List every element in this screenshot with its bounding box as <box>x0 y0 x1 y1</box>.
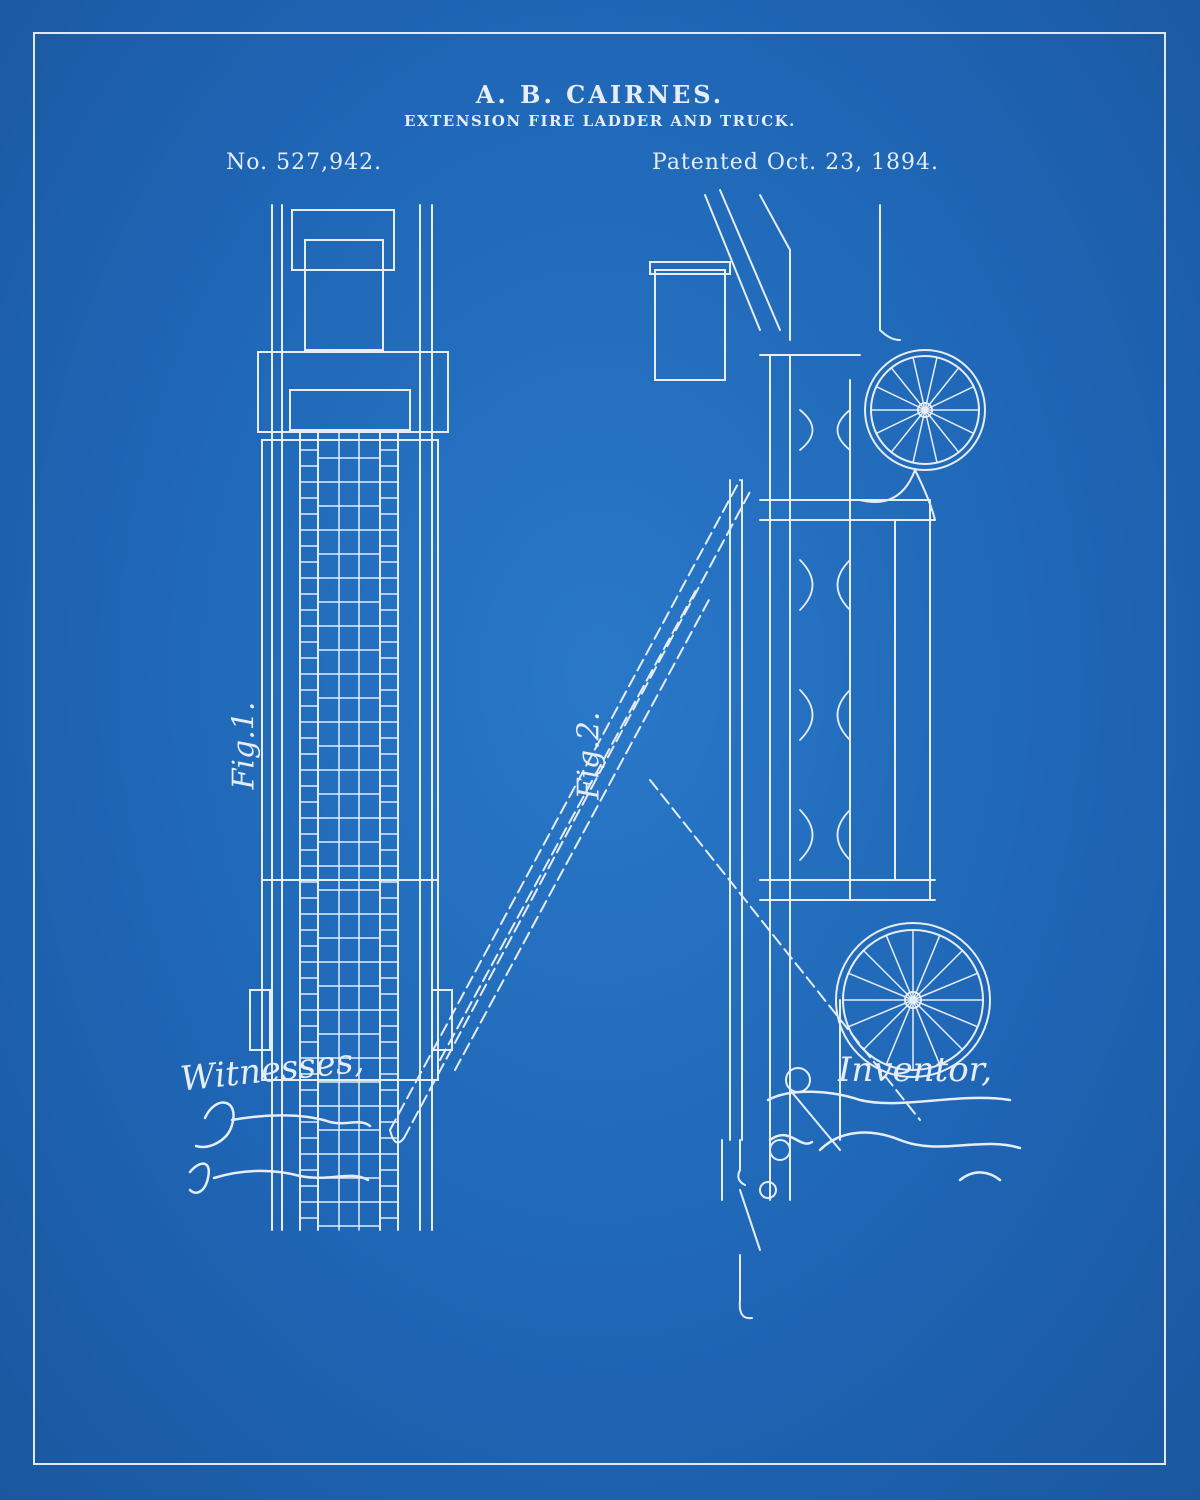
patent-title: EXTENSION FIRE LADDER AND TRUCK. <box>404 112 796 130</box>
border-frame <box>33 32 1166 1465</box>
extended-ladder <box>389 479 921 1139</box>
fig1-label: Fig.1. <box>226 701 262 790</box>
inventor-label: Inventor, <box>838 1050 993 1090</box>
ladder-foot <box>389 1129 405 1144</box>
witness-signatures <box>188 1101 372 1194</box>
inventor-name: A. B. CAIRNES. <box>475 80 725 109</box>
patent-date: Patented Oct. 23, 1894. <box>652 150 940 175</box>
fig1-ladder-plan-view <box>249 204 453 1231</box>
patent-number: No. 527,942. <box>226 150 383 175</box>
fig2-truck-side-view <box>649 189 991 1320</box>
inventor-signatures <box>766 1090 1022 1182</box>
fig2-label: Fig.2. <box>571 711 607 800</box>
